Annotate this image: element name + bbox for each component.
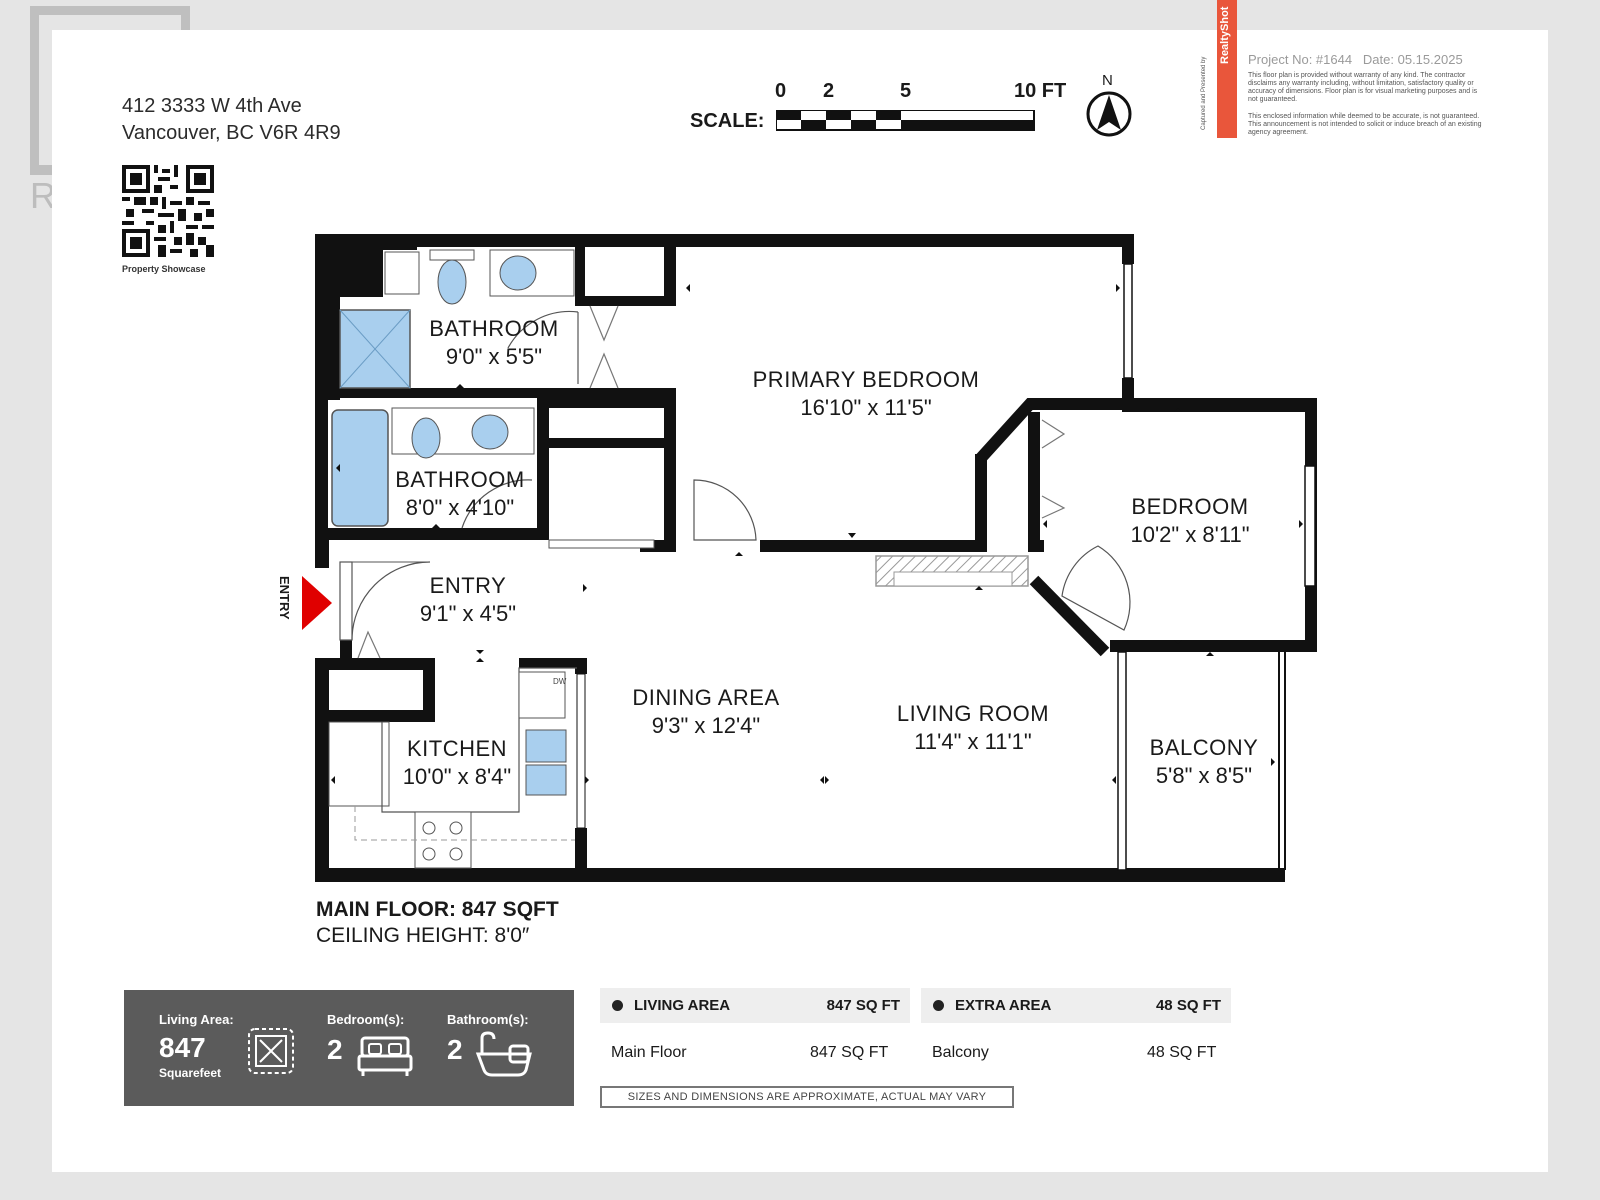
- room-label-bedroom: BEDROOM: [1131, 494, 1249, 519]
- scale-tick-5: 5: [900, 80, 912, 102]
- living-area-unit: Squarefeet: [159, 1066, 222, 1080]
- room-label-dining-area: DINING AREA: [632, 685, 780, 710]
- interior-walls: [328, 244, 1317, 652]
- structural-column: [315, 234, 417, 540]
- north-arrow-icon: [1086, 91, 1132, 137]
- room-label-bathroom-2: BATHROOM: [395, 467, 525, 492]
- bullet-icon: [933, 1000, 944, 1011]
- room-dims-balcony: 5'8" x 8'5": [1155, 763, 1253, 788]
- balcony-label: Balcony: [932, 1044, 989, 1061]
- main-floor-value: 847 SQ FT: [810, 1044, 889, 1061]
- room-label-entry: ENTRY: [429, 573, 507, 598]
- bedrooms-value: 2: [327, 1034, 343, 1065]
- bathrooms-value: 2: [447, 1034, 463, 1065]
- bathtub: [331, 409, 389, 527]
- qr-code-icon[interactable]: [122, 165, 214, 257]
- project-date: Date: 05.15.2025: [1362, 52, 1463, 67]
- sink-icon: [499, 255, 537, 291]
- north-label: N: [1102, 72, 1113, 89]
- floorplan-sheet: [52, 30, 1548, 1172]
- room-dims-dining-area: 9'3" x 12'4": [651, 713, 761, 738]
- scale-tick-10: 10 FT: [1014, 80, 1067, 102]
- dishwasher: [518, 671, 566, 719]
- toilet-icon: [411, 417, 441, 459]
- bed-icon: [357, 1036, 413, 1076]
- bathrooms-label: Bathroom(s):: [447, 1012, 529, 1027]
- room-dims-bedroom: 10'2" x 8'11": [1130, 522, 1250, 547]
- door: [693, 479, 757, 541]
- address-line1: 412 3333 W 4th Ave: [122, 95, 302, 117]
- expand-area-icon: [248, 1028, 294, 1074]
- living-area-header: LIVING AREA 847 SQ FT: [600, 988, 910, 1023]
- room-dims-living-room: 11'4" x 11'1": [914, 729, 1032, 754]
- room-label-living-room: LIVING ROOM: [896, 701, 1050, 726]
- main-floor-label: Main Floor: [611, 1044, 687, 1061]
- door: [1061, 545, 1131, 631]
- bathtub-icon: [475, 1031, 532, 1077]
- room-label-primary-bedroom: PRIMARY BEDROOM: [752, 367, 980, 392]
- disclaimer-1: This floor plan is provided without warr…: [1248, 72, 1478, 103]
- room-dims-entry: 9'1" x 4'5": [419, 601, 517, 626]
- balcony-value: 48 SQ FT: [1147, 1044, 1217, 1061]
- room-label-kitchen: KITCHEN: [406, 736, 508, 761]
- window: [1304, 465, 1316, 587]
- bullet-icon: [612, 1000, 623, 1011]
- sink-icon: [471, 414, 509, 450]
- room-label-balcony: BALCONY: [1149, 735, 1259, 760]
- address-line2: Vancouver, BC V6R 4R9: [122, 122, 341, 144]
- room-dims-bathroom-2: 8'0" x 4'10": [405, 495, 515, 520]
- window: [1123, 263, 1133, 379]
- project-number: Project No: #1644 Date: 05.15.2025: [1248, 52, 1463, 67]
- living-area-value: 847: [159, 1032, 206, 1063]
- room-dims-primary-bedroom: 16'10" x 11'5": [800, 395, 932, 420]
- entry-label: ENTRY: [277, 576, 292, 620]
- dishwasher-label: DW: [553, 677, 567, 686]
- room-dims-kitchen: 10'0" x 8'4": [402, 764, 512, 789]
- toilet-icon: [437, 259, 467, 305]
- bedrooms-label: Bedroom(s):: [327, 1012, 405, 1027]
- extra-area-header: EXTRA AREA 48 SQ FT: [921, 988, 1231, 1023]
- living-area-label: Living Area:: [159, 1012, 234, 1027]
- ceiling-height: CEILING HEIGHT: 8'0″: [316, 924, 530, 947]
- entry-arrow-icon: [302, 576, 332, 630]
- room-label-bathroom-1: BATHROOM: [429, 316, 559, 341]
- stats-panel: Living Area: 847 Squarefeet Bedroom(s): …: [124, 990, 574, 1106]
- kitchen-sink: [525, 764, 567, 796]
- disclaimer-note: SIZES AND DIMENSIONS ARE APPROXIMATE, AC…: [600, 1086, 1014, 1108]
- scale-bar: [776, 110, 1035, 131]
- disclaimer-2: This enclosed information while deemed t…: [1248, 113, 1482, 136]
- scale-tick-2: 2: [823, 80, 835, 102]
- scale-label: SCALE:: [690, 110, 765, 132]
- qr-caption: Property Showcase: [122, 264, 206, 274]
- room-dims-bathroom-1: 9'0" x 5'5": [445, 344, 543, 369]
- floor-title: MAIN FLOOR: 847 SQFT: [316, 898, 559, 921]
- scale-tick-0: 0: [775, 80, 787, 102]
- brand-bar: RealtyShot: [1217, 0, 1237, 138]
